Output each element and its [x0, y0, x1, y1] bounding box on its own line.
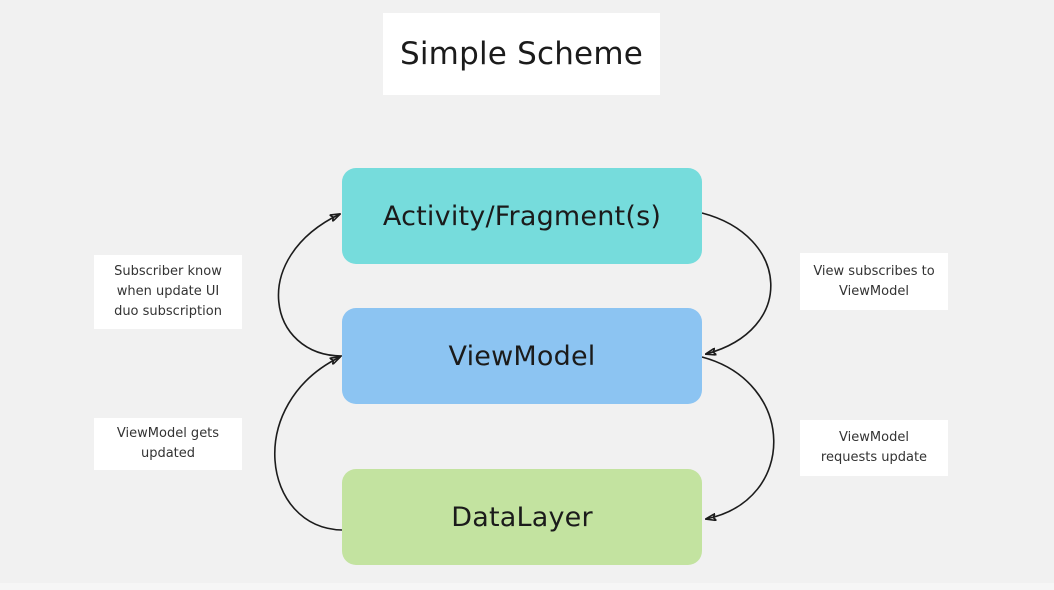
- edge-label-view-subscribes-line2: ViewModel: [839, 283, 909, 299]
- canvas-bottom-edge: [0, 583, 1054, 590]
- edge-label-view-subscribes-line1: View subscribes to: [813, 263, 935, 279]
- arrow-view-to-viewmodel: [701, 212, 772, 354]
- arrow-datalayer-to-viewmodel: [274, 357, 342, 531]
- edge-label-viewmodel-requests-line2: requests update: [820, 450, 928, 465]
- edge-label-viewmodel-requests-line1: ViewModel: [839, 430, 909, 445]
- node-datalayer-label: DataLayer: [451, 501, 593, 533]
- edge-label-viewmodel-updated: ViewModel gets updated: [94, 418, 242, 470]
- node-viewmodel-label: ViewModel: [448, 340, 596, 372]
- edge-label-view-subscribes: View subscribes to ViewModel: [800, 253, 948, 310]
- node-activity-fragment[interactable]: Activity/Fragment(s): [342, 168, 702, 264]
- diagram-title-box: Simple Scheme: [383, 13, 660, 95]
- edge-label-subscriber-knows: Subscriber know when update UI duo subsc…: [94, 255, 242, 329]
- edge-label-subscriber-knows-line2: when update UI: [116, 284, 220, 299]
- page-title: Simple Scheme: [399, 36, 644, 72]
- arrow-viewmodel-to-view: [277, 214, 342, 357]
- edge-label-subscriber-knows-line3: duo subscription: [114, 304, 222, 319]
- edge-label-viewmodel-requests: ViewModel requests update: [800, 420, 948, 476]
- edge-label-viewmodel-updated-line2: updated: [140, 446, 196, 461]
- node-viewmodel[interactable]: ViewModel: [342, 308, 702, 404]
- node-datalayer[interactable]: DataLayer: [342, 469, 702, 565]
- arrow-viewmodel-to-datalayer: [701, 356, 775, 519]
- node-activity-fragment-label: Activity/Fragment(s): [382, 200, 662, 232]
- edge-label-subscriber-knows-line1: Subscriber know: [114, 264, 222, 279]
- edge-label-viewmodel-updated-line1: ViewModel gets: [116, 426, 220, 441]
